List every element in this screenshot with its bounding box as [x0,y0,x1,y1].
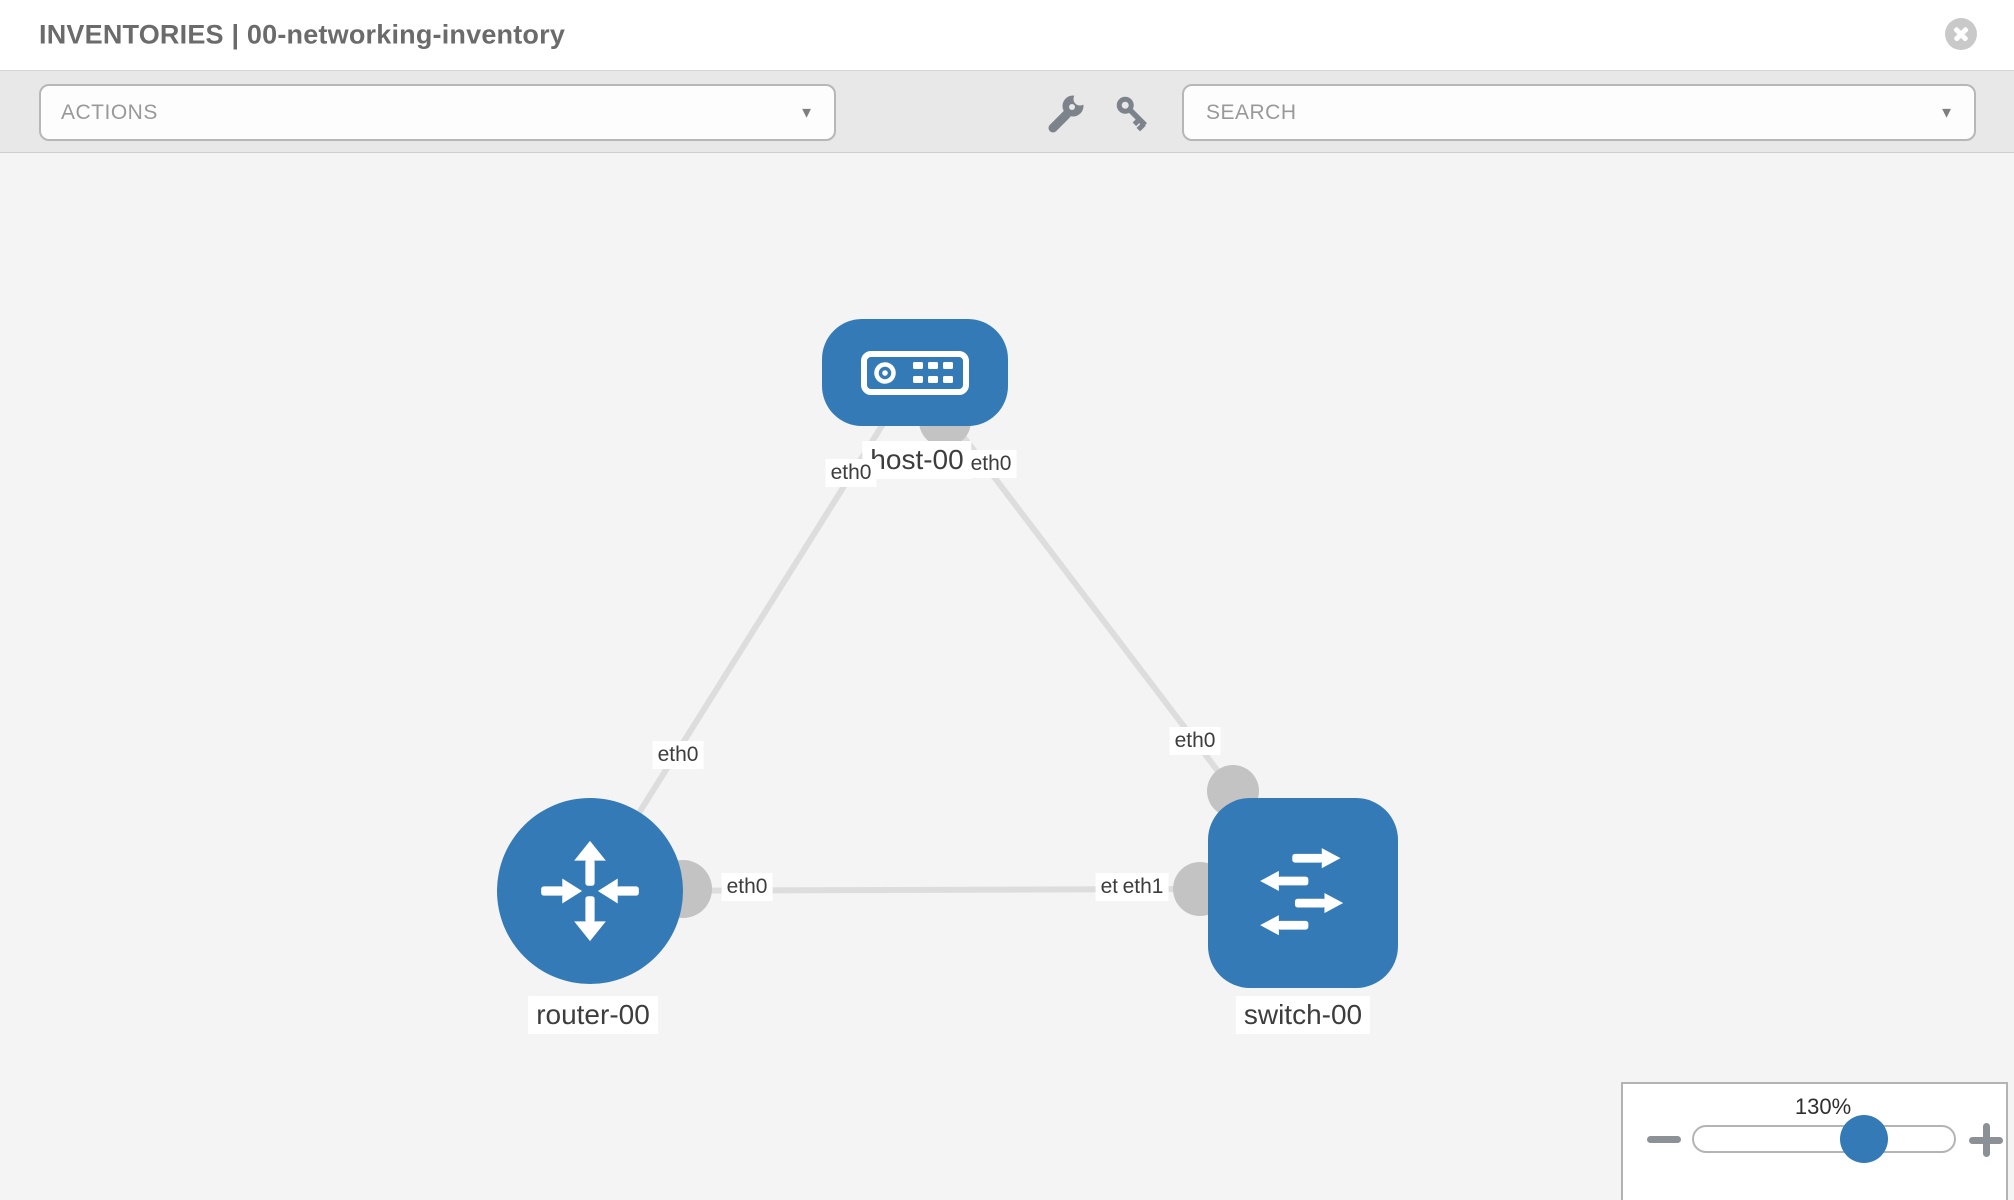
search-input[interactable] [1204,99,1904,126]
close-button[interactable] [1945,18,1977,50]
search-dropdown[interactable]: ▼ [1182,84,1976,141]
router-arrows-icon [541,840,639,942]
zoom-control-panel: 130% [1621,1082,2008,1200]
configure-button[interactable] [1046,92,1087,133]
close-icon [1945,18,1977,50]
node-label-router: router-00 [528,996,658,1034]
node-label-switch: switch-00 [1235,996,1371,1034]
topology-links-layer [587,371,1259,918]
wrench-icon [1048,92,1087,133]
key-icon [1116,96,1147,132]
interface-label-router-to-switch: eth0 [721,873,773,901]
interface-label-host-to-switch: eth0 [965,450,1017,478]
caret-down-icon: ▼ [1939,104,1954,121]
node-label-host: host-00 [862,441,972,479]
zoom-in-button[interactable] [1969,1123,2003,1157]
node-host-00[interactable] [822,319,1008,426]
actions-dropdown-label: ACTIONS [61,100,158,124]
topology-canvas[interactable]: host-00 router-00 switch-00 eth0 eth0 et… [0,153,2014,1200]
zoom-level-value: 130% [1794,1094,1852,1119]
interface-label-switch-to-host: eth0 [1169,727,1221,755]
zoom-out-button[interactable] [1647,1136,1681,1143]
actions-dropdown[interactable]: ACTIONS ▼ [39,84,836,141]
page-title: INVENTORIES | 00-networking-inventory [39,19,566,50]
zoom-slider-thumb[interactable] [1840,1115,1888,1163]
interface-label-router-to-host: eth0 [652,741,704,769]
interface-label-switch-eth1: eth1 [1117,873,1169,901]
server-icon [861,350,969,395]
switch-arrows-icon [1260,848,1344,936]
zoom-slider-track[interactable] [1692,1125,1956,1153]
credentials-button[interactable] [1113,93,1153,133]
node-switch-00[interactable] [1208,798,1398,988]
caret-down-icon: ▼ [799,104,814,121]
header: INVENTORIES | 00-networking-inventory [0,0,2014,70]
interface-label-host-to-router: eth0 [825,459,877,487]
node-router-00[interactable] [497,798,683,984]
toolbar: ACTIONS ▼ ▼ [0,70,2014,153]
